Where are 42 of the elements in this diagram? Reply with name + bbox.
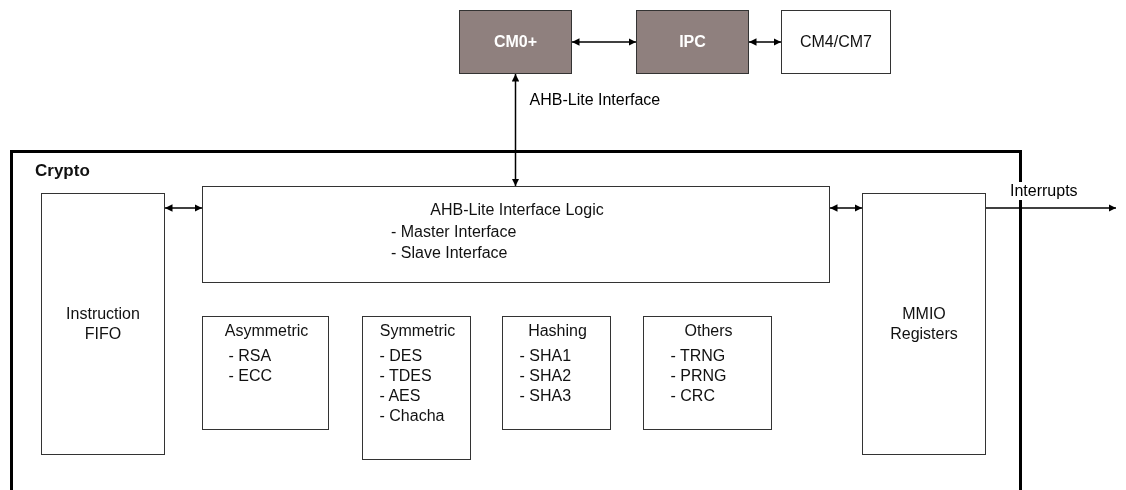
list-item: - Slave Interface [391, 244, 508, 262]
list-item: - ECC [228, 367, 273, 385]
box-label: MMIO Registers [889, 304, 959, 344]
module-box [362, 316, 471, 460]
list-item: - SHA2 [519, 367, 572, 385]
box-label: CM0+ [492, 32, 539, 52]
double-arrow [164, 204, 203, 212]
double-arrow [511, 73, 520, 187]
box-label: CM4/CM7 [799, 32, 873, 52]
list-item: - AES [379, 387, 421, 405]
arrow [985, 204, 1117, 212]
module-box [202, 316, 329, 430]
module-box [202, 186, 830, 283]
module-title: AHB-Lite Interface Logic [430, 201, 604, 219]
module-box [41, 193, 165, 455]
module-box [502, 316, 611, 430]
list-item: - RSA [228, 347, 272, 365]
module-box [643, 316, 772, 430]
module-box [862, 193, 986, 455]
list-item: - DES [379, 347, 423, 365]
module-title: Others [684, 322, 733, 340]
core-box [459, 10, 572, 74]
double-arrow [748, 38, 782, 46]
list-item: - TDES [379, 367, 432, 385]
module-box [781, 10, 891, 74]
list-item: - TRNG [670, 347, 726, 365]
core-box [636, 10, 749, 74]
list-item: - CRC [670, 387, 715, 405]
double-arrow [829, 204, 863, 212]
module-title: Hashing [528, 322, 587, 340]
edge-label: Interrupts [1008, 182, 1080, 200]
module-title: Symmetric [379, 322, 456, 340]
box-label: IPC [678, 32, 707, 52]
list-item: - PRNG [670, 367, 727, 385]
list-item: - Chacha [379, 407, 445, 425]
box-label: Instruction FIFO [65, 304, 141, 344]
list-item: - SHA1 [519, 347, 572, 365]
container-title: Crypto [35, 161, 90, 181]
list-item: - SHA3 [519, 387, 572, 405]
list-item: - Master Interface [391, 223, 517, 241]
module-title: Asymmetric [224, 322, 309, 340]
double-arrow [571, 38, 637, 46]
